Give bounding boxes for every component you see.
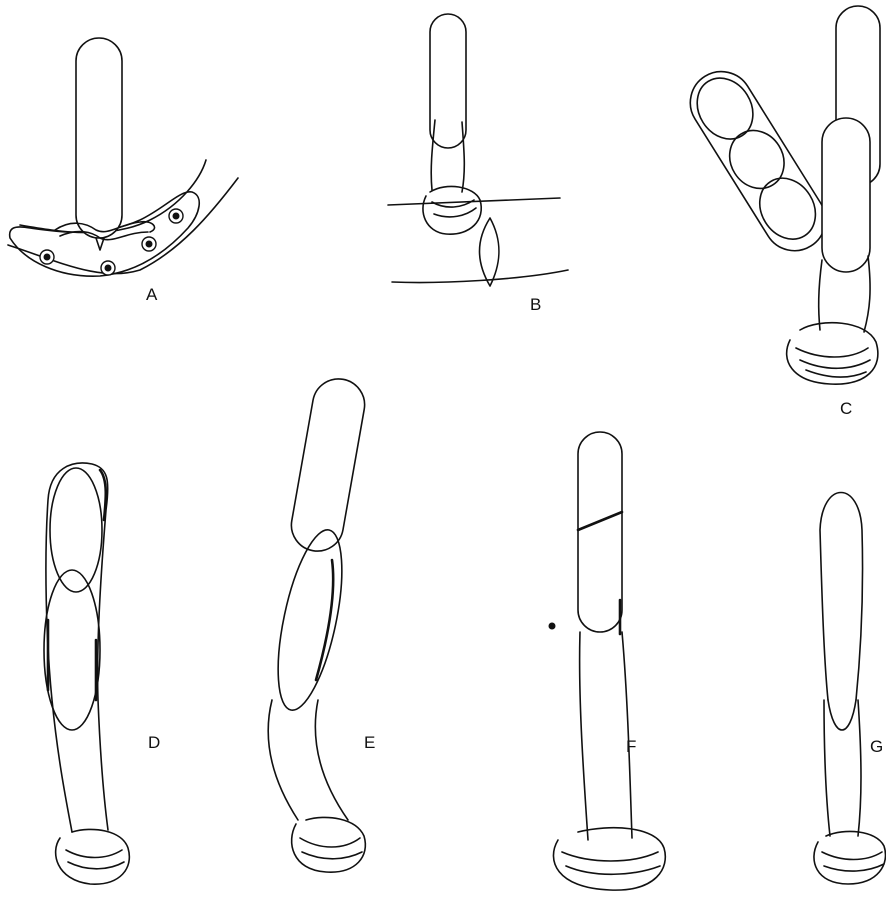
spore (822, 118, 870, 272)
panel-label-g: G (870, 737, 883, 756)
panel-label-e: E (364, 733, 375, 752)
panel-f: F (549, 432, 666, 890)
spore (430, 14, 466, 148)
infection-peg (480, 218, 500, 286)
panel-a: A (8, 38, 238, 304)
germ-tube (268, 700, 348, 820)
multicelled-spore (679, 60, 838, 262)
panel-label-f: F (626, 737, 636, 756)
germ-tube (824, 700, 861, 836)
panel-c: C (679, 6, 880, 418)
stippled-spore (578, 432, 622, 632)
panel-label-b: B (530, 295, 541, 314)
spore-body (46, 463, 108, 832)
dot-marker (549, 623, 556, 630)
spore-cell-upper (50, 468, 102, 592)
panel-e: E (265, 375, 375, 872)
panel-b: B (388, 14, 568, 314)
host-wall-lower (392, 270, 568, 283)
appressorium (553, 828, 665, 890)
spore (76, 38, 122, 238)
appressorium (814, 831, 886, 884)
panel-g: G (814, 493, 886, 885)
panel-label-d: D (148, 733, 160, 752)
panel-label-c: C (840, 399, 852, 418)
germ-tube (580, 632, 632, 840)
spore (287, 375, 368, 555)
spore-cell-lower (44, 570, 100, 730)
appressorium (292, 817, 366, 872)
panel-d: D (44, 463, 160, 884)
host-wall-upper (388, 198, 560, 205)
panel-label-a: A (146, 285, 158, 304)
spore (820, 493, 863, 701)
spore-cell (265, 525, 354, 716)
